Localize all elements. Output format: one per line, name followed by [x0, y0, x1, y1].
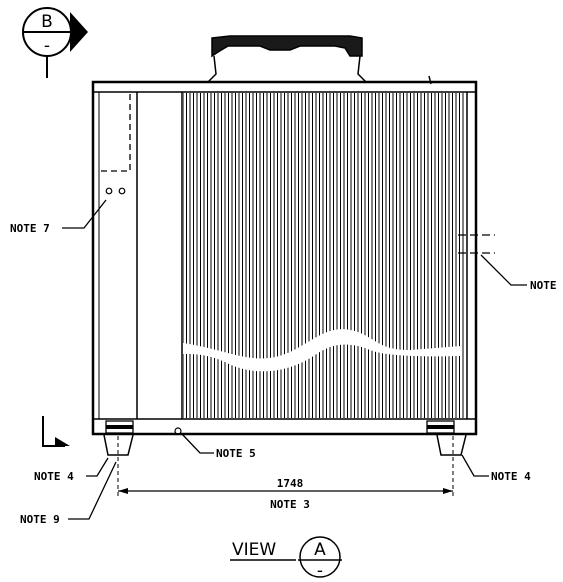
marker-b-letter: B: [41, 12, 53, 32]
note-7-label: NOTE 7: [10, 222, 50, 235]
note-4-right-label: NOTE 4: [491, 470, 531, 483]
dimension-1748: 1748 NOTE 3: [118, 477, 453, 511]
note-5-label: NOTE 5: [216, 447, 256, 460]
note-9-label: NOTE 9: [20, 513, 60, 526]
note-leaders: NOTE 7 NOTE 5 NOTE 4 NOTE 4 NOTE 9: [10, 199, 531, 526]
note-4-left-label: NOTE 4: [34, 470, 74, 483]
view-title-text: VIEW: [232, 540, 276, 560]
section-marker-b: B -: [22, 7, 88, 78]
right-connections: NOTE: [458, 234, 557, 292]
note-right-label: NOTE: [530, 279, 557, 292]
marker-a-sub: -: [317, 561, 323, 581]
top-handle: [184, 35, 476, 83]
feet: [103, 420, 467, 496]
unit-body: [91, 80, 478, 436]
dimension-value: 1748: [277, 477, 304, 490]
marker-b-sub: -: [44, 36, 50, 56]
view-a-title: VIEW A -: [230, 536, 342, 581]
note-3-label: NOTE 3: [270, 498, 310, 511]
coil-fins: [183, 93, 466, 418]
marker-a-letter: A: [314, 540, 326, 560]
